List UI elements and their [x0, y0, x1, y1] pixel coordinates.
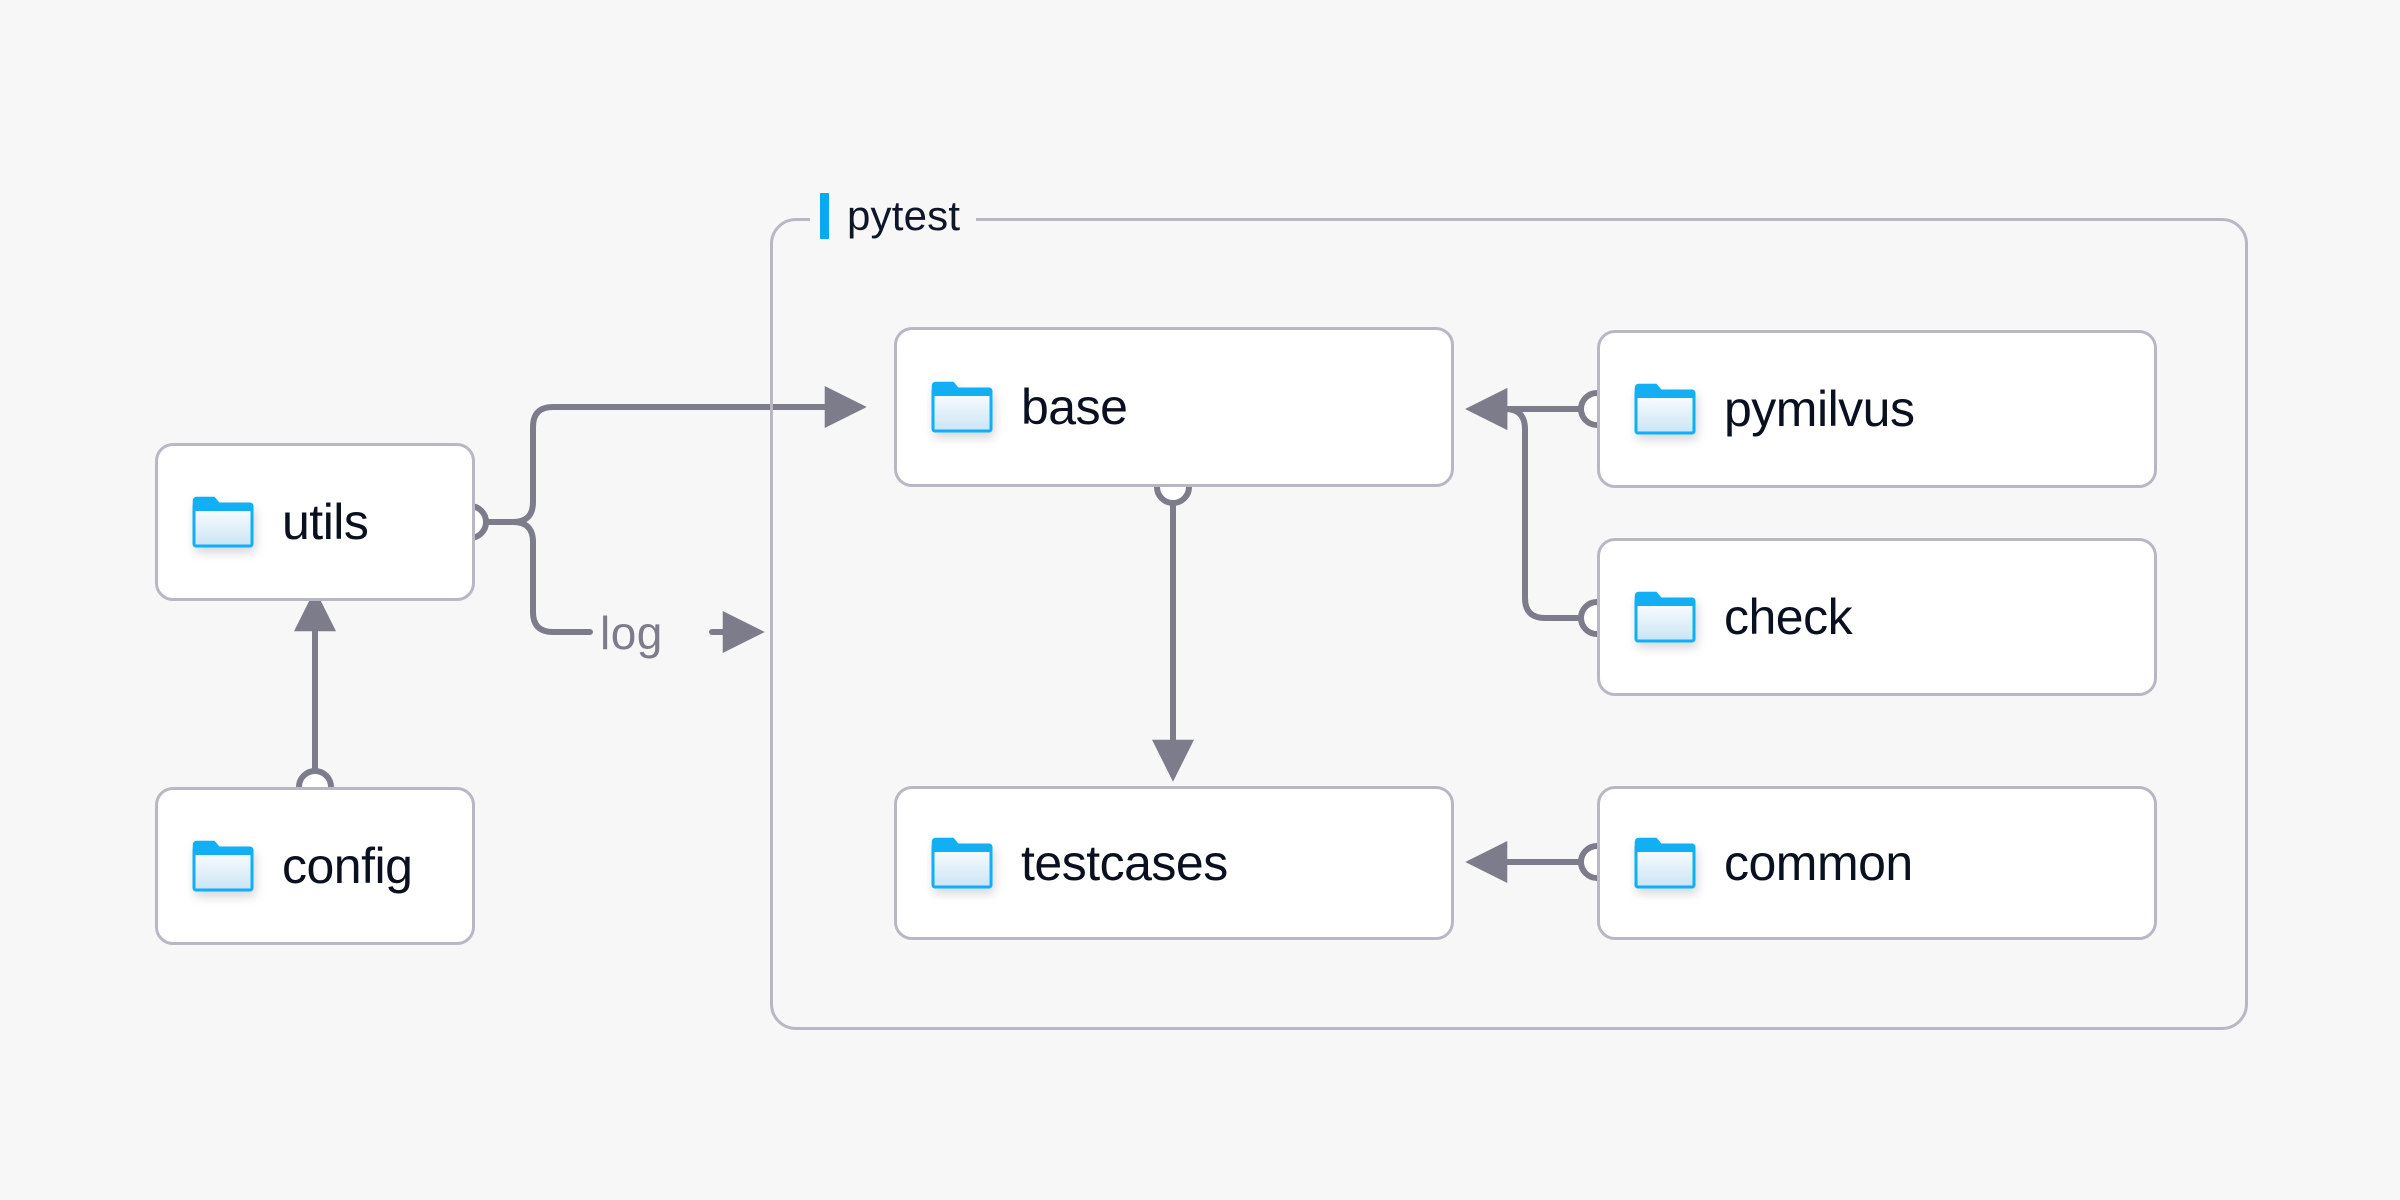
node-pymilvus[interactable]: pymilvus	[1597, 330, 2157, 488]
folder-icon	[1634, 591, 1696, 643]
node-base-label: base	[1021, 379, 1128, 435]
node-utils-label: utils	[282, 494, 369, 550]
node-config[interactable]: config	[155, 787, 475, 945]
group-pytest	[770, 218, 2248, 1030]
node-common[interactable]: common	[1597, 786, 2157, 940]
folder-icon	[931, 837, 993, 889]
folder-icon	[931, 381, 993, 433]
node-utils[interactable]: utils	[155, 443, 475, 601]
node-check[interactable]: check	[1597, 538, 2157, 696]
node-common-label: common	[1724, 835, 1913, 891]
group-pytest-label: pytest	[810, 188, 977, 244]
node-testcases[interactable]: testcases	[894, 786, 1454, 940]
node-pymilvus-label: pymilvus	[1724, 381, 1915, 437]
node-check-label: check	[1724, 589, 1853, 645]
folder-icon	[192, 496, 254, 548]
node-config-label: config	[282, 838, 413, 894]
folder-icon	[1634, 383, 1696, 435]
folder-icon	[1634, 837, 1696, 889]
node-testcases-label: testcases	[1021, 835, 1228, 891]
edge-label-log: log	[600, 607, 663, 659]
accent-bar-icon	[820, 193, 829, 239]
node-base[interactable]: base	[894, 327, 1454, 487]
folder-icon	[192, 840, 254, 892]
group-pytest-label-text: pytest	[847, 192, 961, 239]
